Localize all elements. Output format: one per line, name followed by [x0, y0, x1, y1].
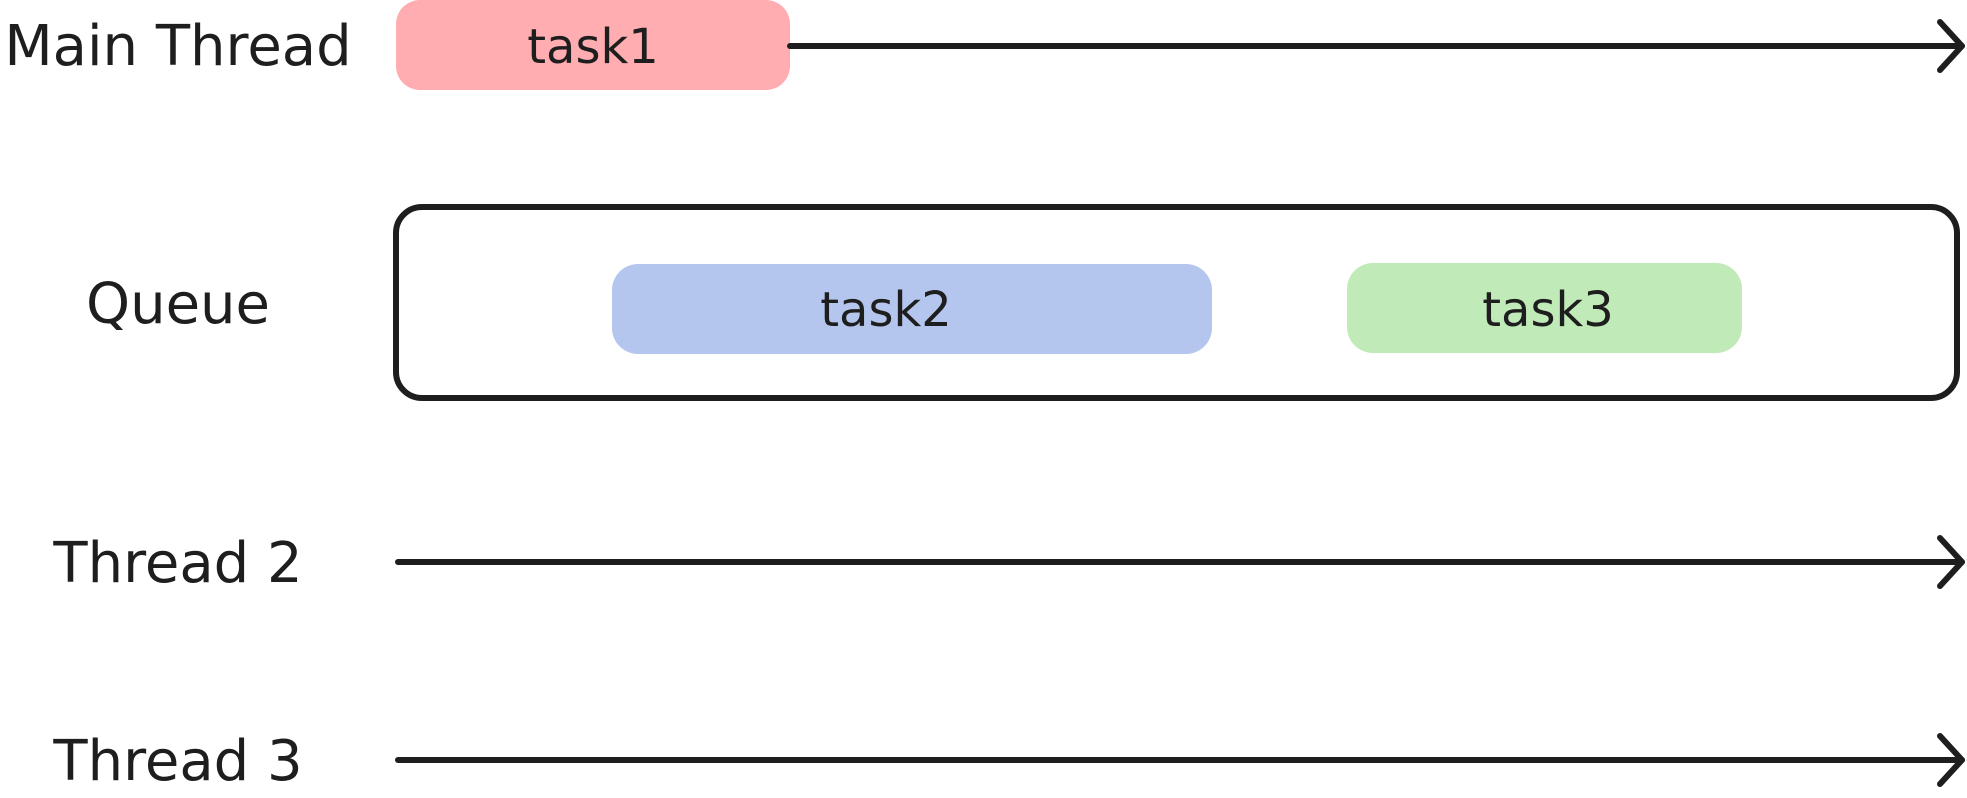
task3-label: task3 [1482, 282, 1614, 338]
thread2-arrowhead [1937, 535, 1965, 589]
main-thread-arrowhead [1937, 19, 1965, 73]
queue-container [393, 204, 1960, 401]
thread3-arrowhead [1937, 733, 1965, 787]
thread2-label: Thread 2 [52, 531, 302, 596]
queue-label: Queue [86, 272, 270, 337]
task3-block[interactable] [1347, 263, 1742, 353]
task2-block[interactable] [612, 264, 1212, 354]
main-thread-label: Main Thread [4, 14, 351, 79]
task2-label: task2 [820, 282, 952, 338]
thread3-label: Thread 3 [52, 729, 302, 794]
task1-block[interactable] [396, 0, 790, 90]
task1-label: task1 [527, 19, 659, 75]
